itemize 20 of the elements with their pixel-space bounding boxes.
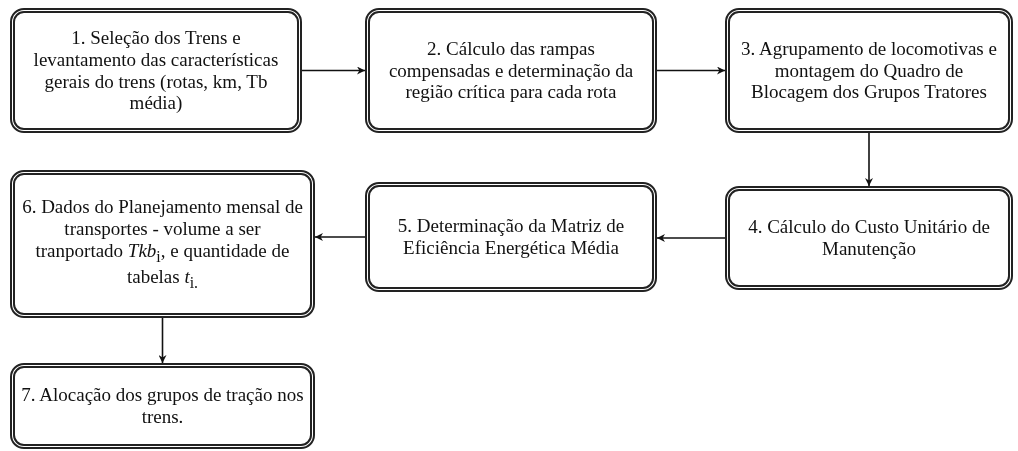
arrow xyxy=(314,233,366,241)
process-box xyxy=(725,186,1013,290)
process-box xyxy=(725,8,1013,133)
step-text: 3. Agrupamento de locomotivas e montagem do Quadro de Blocagem dos Grupos Tratores xyxy=(740,37,998,104)
step-text: 7. Alocação dos grupos de tração nos trens. xyxy=(21,384,304,428)
process-box xyxy=(365,182,657,292)
arrow xyxy=(158,317,167,364)
process-box xyxy=(10,363,315,449)
arrow xyxy=(865,132,873,187)
process-box xyxy=(10,8,302,133)
step-text: 1. Seleção dos Trens e levantamento das características gerais do trens (rotas, km, Tb média) xyxy=(32,26,280,115)
step-text: 2. Cálculo das rampas compensadas e determinação da região crítica para cada rota xyxy=(387,37,635,104)
process-box xyxy=(365,8,657,133)
step-text: 4. Cálculo do Custo Unitário de Manutenção xyxy=(747,216,991,260)
process-box xyxy=(10,170,315,318)
arrow xyxy=(656,234,726,242)
step-text: 6. Dados do Planejamento mensal de transportes - volume a ser tranportado Tkb$_{i}$, e quantidade de tabelas t$_{i.}$ xyxy=(21,196,304,292)
arrow xyxy=(656,66,726,75)
step-text: 5. Determinação da Matriz de Eficiência Energética Média xyxy=(396,215,626,259)
arrow xyxy=(301,66,366,75)
